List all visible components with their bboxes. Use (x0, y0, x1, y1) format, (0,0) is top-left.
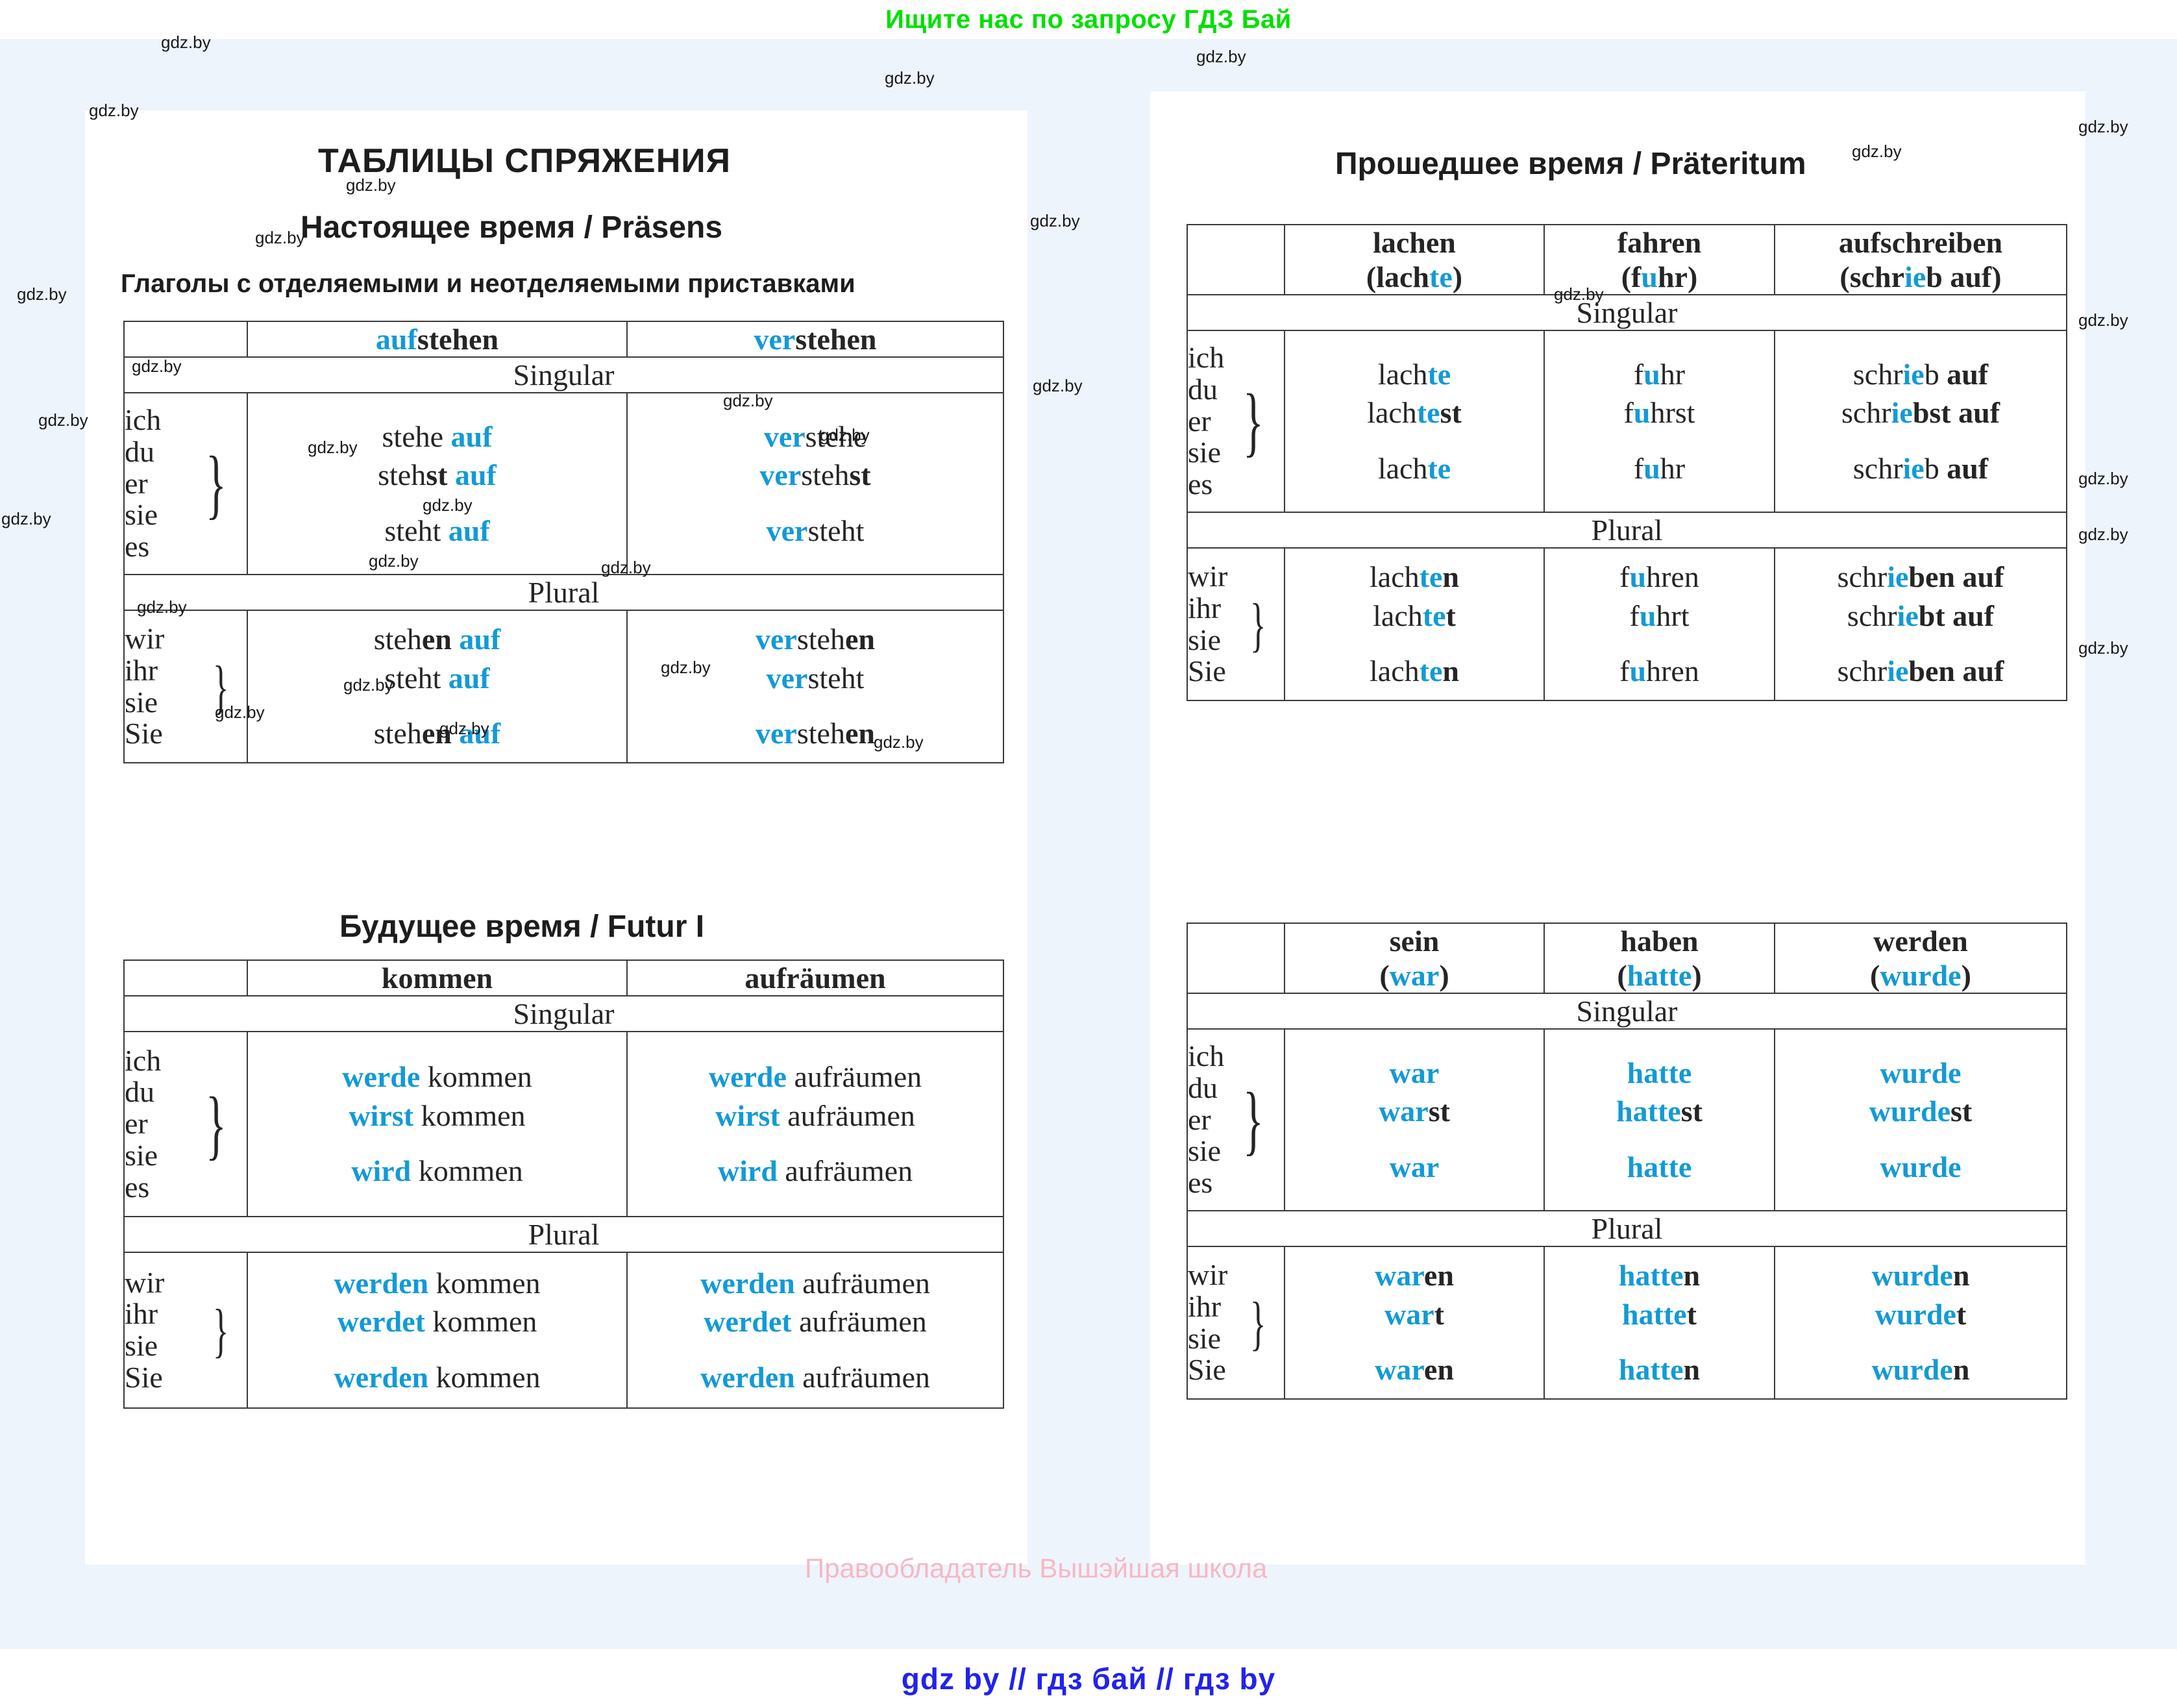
watermark-gdz: gdz.by (885, 68, 935, 88)
verb-header-werden: werden(wurde) (1774, 922, 2067, 994)
forms-aufraeumen-singular: werde aufräumen wirst aufräumen wird auf… (626, 1031, 1004, 1217)
verb-header-kommen: kommen (247, 959, 628, 996)
watermark-gdz: gdz.by (2078, 469, 2128, 488)
copyright-watermark: Правообладатель Вышэйшая школа (805, 1553, 1268, 1583)
forms-fahren-plural: fuhren fuhrt fuhren (1544, 547, 1775, 701)
forms-aufstehen-plural: stehen auf steht auf stehen auf (247, 610, 628, 763)
watermark-gdz: gdz.by (2078, 638, 2128, 658)
watermark-gdz: gdz.by (1030, 211, 1080, 230)
forms-kommen-singular: werde kommen wirst kommen wird kommen (247, 1031, 628, 1217)
watermark-gdz: gdz.by (1033, 376, 1083, 395)
table-row-header: aufstehen verstehen (123, 321, 1004, 358)
page-title: ТАБЛИЦЫ СПРЯЖЕНИЯ (318, 142, 731, 180)
corner-cell (1187, 922, 1285, 994)
watermark-gdz: gdz.by (1196, 47, 1246, 66)
watermark-gdz: gdz.by (2078, 117, 2128, 136)
forms-aufschreiben-plural: schrieben auf schriebt auf schrieben auf (1774, 547, 2067, 701)
number-label-singular: Singular (123, 356, 1004, 393)
table-row-singular-label: Singular (1187, 993, 2067, 1030)
number-label-singular: Singular (1187, 993, 2067, 1030)
verb-header-lachen: lachen(lachte) (1284, 224, 1545, 295)
table-praeteritum: lachen(lachte) fahren(fuhr) aufschreiben… (1187, 224, 2067, 701)
forms-verstehen-plural: verstehen versteht verstehen (626, 610, 1004, 763)
verb-header-fahren: fahren(fuhr) (1544, 224, 1775, 295)
corner-cell (1187, 224, 1285, 295)
forms-haben-plural: hatten hattet hatten (1544, 1246, 1775, 1400)
top-banner-text: Ищите нас по запросу ГДЗ Бай (885, 5, 1292, 34)
table-row-plural-label: Plural (1187, 1210, 2067, 1247)
verb-header-aufstehen: aufstehen (247, 321, 628, 358)
watermark-gdz: gdz.by (1, 509, 51, 528)
forms-aufraeumen-plural: werden aufräumen werdet aufräumen werden… (626, 1252, 1004, 1409)
watermark-gdz: gdz.by (17, 284, 67, 304)
bottom-promo-banner: gdz by // гдз бай // гдз by (0, 1649, 2177, 1708)
number-label-plural: Plural (123, 1216, 1004, 1253)
number-label-plural: Plural (123, 574, 1004, 611)
table-row-header: sein(war) haben(hatte) werden(wurde) (1187, 922, 2067, 994)
section-title-futur: Будущее время / Futur I (339, 910, 705, 944)
watermark-gdz: gdz.by (2078, 310, 2128, 330)
number-label-plural: Plural (1187, 1210, 2067, 1247)
verb-header-haben: haben(hatte) (1544, 922, 1775, 994)
table-row-singular-label: Singular (123, 356, 1004, 393)
table-row-singular-label: Singular (123, 995, 1004, 1032)
forms-lachen-plural: lachten lachtet lachten (1284, 547, 1545, 701)
forms-verstehen-singular: verstehe verstehst versteht (626, 392, 1004, 575)
table-row-header: lachen(lachte) fahren(fuhr) aufschreiben… (1187, 224, 2067, 295)
number-label-singular: Singular (1187, 294, 2067, 331)
table-row-plural-label: Plural (123, 574, 1004, 611)
corner-cell (123, 321, 248, 358)
forms-kommen-plural: werden kommen werdet kommen werden komme… (247, 1252, 628, 1409)
verb-header-aufschreiben: aufschreiben(schrieb auf) (1774, 224, 2067, 295)
table-row-plural-label: Plural (1187, 512, 2067, 549)
forms-werden-plural: wurden wurdet wurden (1774, 1246, 2067, 1400)
corner-cell (123, 959, 248, 996)
forms-aufschreiben-singular: schrieb auf schriebst auf schrieb auf (1774, 330, 2067, 513)
table-row-header: kommen aufräumen (123, 959, 1004, 996)
verb-header-verstehen: verstehen (626, 321, 1004, 358)
forms-werden-singular: wurde wurdest wurde (1774, 1028, 2067, 1211)
number-label-plural: Plural (1187, 512, 2067, 549)
table-row-plural-label: Plural (123, 1216, 1004, 1253)
verb-header-aufraeumen: aufräumen (626, 959, 1004, 996)
table-sein-haben-werden: sein(war) haben(hatte) werden(wurde) Sin… (1187, 922, 2067, 1400)
forms-sein-singular: war warst war (1284, 1028, 1545, 1211)
bottom-banner-text: gdz by // гдз бай // гдз by (901, 1661, 1276, 1696)
forms-aufstehen-singular: stehe auf stehst auf steht auf (247, 392, 628, 575)
forms-haben-singular: hatte hattest hatte (1544, 1028, 1775, 1211)
watermark-gdz: gdz.by (38, 410, 88, 430)
top-promo-banner: Ищите нас по запросу ГДЗ Бай (0, 0, 2177, 39)
forms-sein-plural: waren wart waren (1284, 1246, 1545, 1400)
table-row-singular-label: Singular (1187, 294, 2067, 331)
forms-fahren-singular: fuhr fuhrst fuhr (1544, 330, 1775, 513)
section-title-praeteritum: Прошедшее время / Präteritum (1335, 147, 1806, 181)
forms-lachen-singular: lachte lachtest lachte (1284, 330, 1545, 513)
number-label-singular: Singular (123, 995, 1004, 1032)
watermark-gdz: gdz.by (2078, 525, 2128, 544)
verb-header-sein: sein(war) (1284, 922, 1545, 994)
section-title-praesens: Настоящее время / Präsens (301, 210, 723, 245)
section-subtitle-verbs: Глаголы с отделяемыми и неотделяемыми пр… (121, 269, 855, 298)
